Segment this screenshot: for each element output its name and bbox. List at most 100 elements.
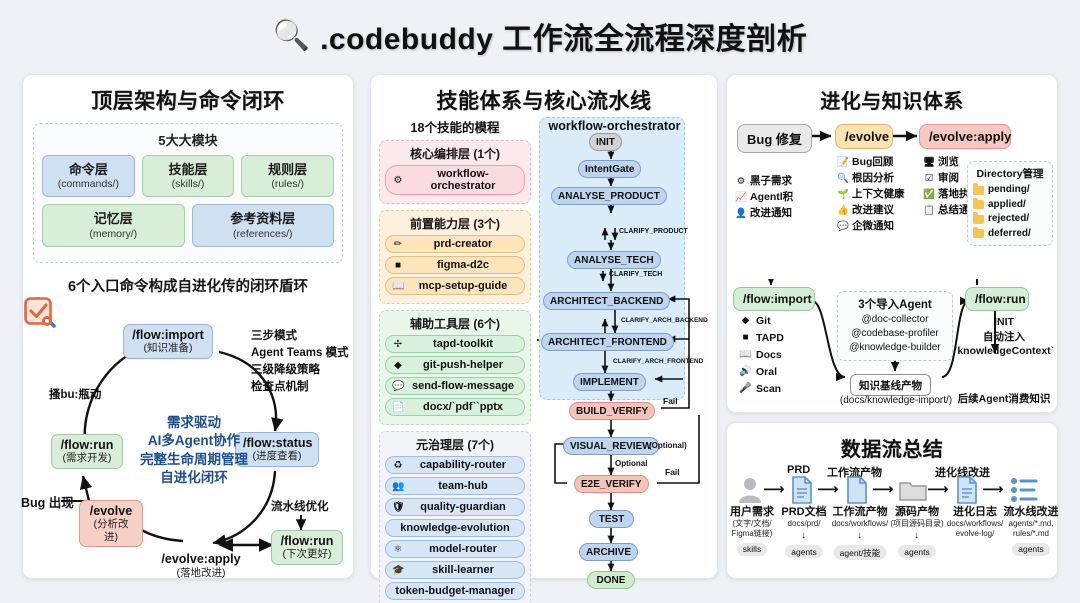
stage-sub: docs/prd/ — [787, 519, 821, 529]
skill-team-hub[interactable]: 👥 team-hub — [385, 477, 525, 495]
stage-tag: agent/技能 — [833, 545, 887, 561]
module-commands[interactable]: 命令层 (commands/) — [42, 155, 135, 198]
check-box-icon: ☑ — [924, 172, 934, 184]
dataflow-arrow: ⟶ — [927, 481, 949, 498]
dataflow-stage-user: 用户需求 (文字/文档/ Figma链接) skills — [727, 506, 777, 557]
module-name: 记忆层 — [93, 211, 133, 227]
import-agents-title: 3个导入Agent — [858, 299, 932, 311]
pipeline-node-visual-review[interactable]: VISUAL_REVIEW — [563, 437, 659, 455]
dataflow-stage-workflow: 工作流产物 docs/workflows/ ↓ agent/技能 — [831, 506, 889, 561]
module-skills[interactable]: 技能层 (skills/) — [141, 155, 235, 198]
stage-sub: docs/workflows/ — [831, 519, 889, 529]
pipeline-node-init[interactable]: INIT — [589, 133, 622, 151]
run-note-line: INIT — [994, 316, 1014, 328]
panel-skills: 技能体系与核心流水线 18个技能的模程 核心编排层 (1个) ⚙ workflo… — [370, 74, 718, 603]
chip-flow-import[interactable]: /flow:import — [733, 287, 815, 311]
directory-item[interactable]: applied/ — [973, 197, 1047, 213]
skill-label: quality-guardian — [420, 501, 506, 513]
node-flow-status[interactable]: /flow:status (进度查看) — [235, 431, 319, 467]
module-references[interactable]: 参考资料层 (references/) — [191, 204, 334, 247]
stage-sub: agents/*.md, rules/*.md — [1008, 519, 1054, 539]
bullet-item: 🌱上下文健康 — [837, 187, 904, 203]
skill-doc-converter[interactable]: 📄 docx/`pdf``pptx — [385, 398, 525, 416]
directory-item[interactable]: deferred/ — [973, 226, 1047, 242]
chip-evolve[interactable]: /evolve — [835, 124, 893, 149]
note-icon: 📝 — [837, 156, 849, 168]
down-arrow-icon: ↓ — [857, 530, 862, 541]
source-label: TAPD — [756, 332, 784, 344]
orchestrator-title: workflow-orchestrator — [548, 119, 681, 133]
node-flow-run-dev[interactable]: /flow:run (需求开发) — [51, 433, 123, 469]
center-line: AI多Agent协作 — [147, 433, 241, 449]
pipeline-node-intentgate[interactable]: IntentGate — [578, 160, 642, 178]
closed-loop-diagram: /flow:import (知识准备) /flow:status (进度查看) … — [21, 296, 355, 596]
docs-icon: 📖 — [739, 349, 752, 361]
skill-label: model-router — [429, 543, 497, 555]
person-icon: 👤 — [735, 207, 747, 219]
directory-item[interactable]: pending/ — [973, 183, 1047, 198]
skill-token-budget-manager[interactable]: token-budget-manager — [385, 582, 525, 600]
edge-label-clarify-product: CLARIFY_PRODUCT — [619, 228, 688, 235]
pipeline-node-e2e-verify[interactable]: E2E_VERIFY — [574, 475, 649, 493]
node-flow-run-next[interactable]: /flow:run (下次更好) — [271, 529, 343, 565]
skill-model-router[interactable]: ⚛ model-router — [385, 540, 525, 558]
module-rules[interactable]: 规则层 (rules/) — [241, 155, 335, 198]
skill-capability-router[interactable]: ♻ capability-router — [385, 456, 525, 474]
dataflow-stage-evolvelog: 进化日志 docs/workflows/ evolve-log/ — [945, 506, 1005, 539]
chip-bug-fix[interactable]: Bug 修复 — [737, 124, 812, 153]
pipeline-node-archive[interactable]: ARCHIVE — [579, 543, 639, 561]
graduation-icon: 🎓 — [392, 564, 405, 576]
skill-workflow-orchestrator[interactable]: ⚙ workflow-orchestrator — [385, 165, 525, 195]
dataflow-arrow: ⟶ — [872, 481, 894, 498]
dataflow-group-workflow: 工作流产物 — [827, 467, 882, 479]
pipeline-node-analyse-tech[interactable]: ANALYSE_TECH — [567, 251, 661, 269]
pipeline-node-done[interactable]: DONE — [587, 571, 635, 589]
pipeline-node-architect-backend[interactable]: ARCHITECT_BACKEND — [543, 292, 671, 310]
chip-flow-run[interactable]: /flow:run — [965, 287, 1029, 311]
skill-figma-d2c[interactable]: ■ figma-d2c — [385, 256, 525, 274]
tapd-icon: ✢ — [393, 338, 403, 350]
directory-title: Directory管理 — [976, 168, 1044, 180]
center-line: 自进化闭环 — [160, 470, 228, 486]
skill-prd-creator[interactable]: ✏ prd-creator — [385, 235, 525, 253]
plant-icon: 🌱 — [837, 188, 849, 200]
skill-git-push-helper[interactable]: ◆ git-push-helper — [385, 356, 525, 374]
node-sublabel: (知识准备) — [143, 342, 193, 355]
center-line: 需求驱动 — [167, 414, 221, 430]
node-flow-import[interactable]: /flow:import (知识准备) — [123, 323, 213, 359]
side-note-item: 三级降级策略 — [251, 364, 320, 376]
chip-evolve-apply[interactable]: /evolve:apply — [919, 124, 1011, 149]
skill-quality-guardian[interactable]: 🛡 quality-guardian — [385, 498, 525, 516]
directory-item[interactable]: rejected/ — [973, 212, 1047, 227]
stage-tag: agents — [785, 545, 823, 559]
mic-icon: 🎤 — [739, 383, 752, 395]
skill-skill-learner[interactable]: 🎓 skill-learner — [385, 561, 525, 579]
check-green-icon: ✅ — [923, 188, 935, 200]
thumbsup-icon: 👍 — [837, 204, 849, 216]
bullet-item: 💬企微通知 — [837, 219, 905, 235]
node-label: /flow:status — [243, 435, 313, 450]
node-evolve[interactable]: /evolve (分析改进) — [79, 499, 143, 547]
pipeline-node-architect-frontend[interactable]: ARCHITECT_FRONTEND — [541, 333, 674, 351]
module-path: (skills/) — [171, 178, 205, 191]
node-evolve-apply-caption: /evolve:apply (落地改进) — [141, 552, 261, 580]
skill-send-flow-message[interactable]: 💬 send-flow-message — [385, 377, 525, 395]
node-label: /flow:import — [132, 327, 204, 342]
stage-name: 工作流产物 — [832, 506, 888, 518]
dataflow-arrow: ⟶ — [763, 481, 785, 498]
bullet-item: 👍改进建议 — [837, 203, 905, 219]
edge-label-fail-e2e: Fail — [665, 467, 680, 477]
pipeline-node-build-verify[interactable]: BUILD_VERIFY — [569, 402, 656, 420]
skill-knowledge-evolution[interactable]: knowledge-evolution — [385, 519, 525, 537]
skill-tapd-toolkit[interactable]: ✢ tapd-toolkit — [385, 335, 525, 353]
pipeline-node-implement[interactable]: IMPLEMENT — [573, 373, 646, 391]
modules-row-1: 命令层 (commands/) 技能层 (skills/) 规则层 (rules… — [42, 155, 335, 198]
module-memory[interactable]: 记忆层 (memory/) — [42, 204, 185, 247]
stage-name: 流水线改进 — [1003, 506, 1059, 518]
bullet-item: 🖥浏览 — [923, 155, 980, 171]
pipeline-node-test[interactable]: TEST — [589, 510, 634, 528]
doc-blue-icon — [792, 476, 812, 504]
skill-mcp-setup-guide[interactable]: 📖 mcp-setup-guide — [385, 277, 525, 295]
pipeline-node-analyse-product[interactable]: ANALYSE_PRODUCT — [551, 187, 667, 205]
